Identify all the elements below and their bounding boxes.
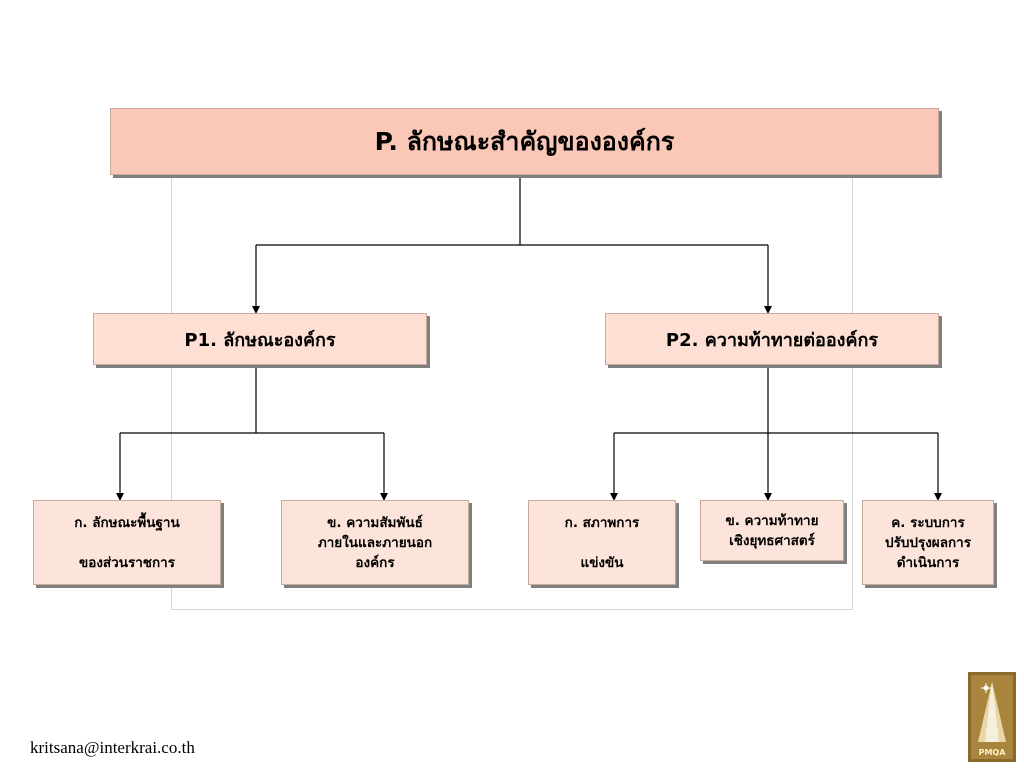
root-node: P. ลักษณะสำคัญขององค์กร — [110, 108, 939, 175]
leaf-line: ก. ลักษณะพื้นฐาน — [74, 514, 180, 531]
leaf-line: ข. ความท้าทาย — [725, 512, 819, 529]
root-label: P. ลักษณะสำคัญขององค์กร — [374, 126, 675, 156]
leaf-node-p2-c: ค. ระบบการ ปรับปรุงผลการ ดำเนินการ — [862, 500, 994, 585]
leaf-node-p2-b: ข. ความท้าทาย เชิงยุทธศาสตร์ — [700, 500, 844, 561]
footer-email: kritsana@interkrai.co.th — [30, 738, 195, 757]
leaf-line: ปรับปรุงผลการ — [885, 534, 971, 551]
branch-label: P1. ลักษณะองค์กร — [184, 329, 336, 351]
branch-node-p1: P1. ลักษณะองค์กร — [93, 313, 427, 365]
leaf-line: ของส่วนราชการ — [79, 554, 175, 571]
leaf-line: ข. ความสัมพันธ์ — [327, 514, 423, 531]
leaf-line: เชิงยุทธศาสตร์ — [729, 532, 815, 549]
branch-node-p2: P2. ความท้าทายต่อองค์กร — [605, 313, 939, 365]
leaf-line: องค์กร — [355, 554, 395, 571]
leaf-node-p1-b: ข. ความสัมพันธ์ ภายในและภายนอก องค์กร — [281, 500, 469, 585]
branch-label: P2. ความท้าทายต่อองค์กร — [665, 329, 879, 351]
leaf-line: แข่งขัน — [580, 554, 624, 571]
logo-text: PMQA — [979, 748, 1007, 757]
leaf-node-p2-a: ก. สภาพการ แข่งขัน — [528, 500, 676, 585]
leaf-line: ดำเนินการ — [896, 554, 960, 571]
leaf-line: ก. สภาพการ — [564, 514, 640, 531]
leaf-line: ค. ระบบการ — [891, 514, 965, 531]
pmqa-logo-icon: PMQA — [968, 672, 1016, 762]
leaf-node-p1-a: ก. ลักษณะพื้นฐาน ของส่วนราชการ — [33, 500, 221, 585]
leaf-line: ภายในและภายนอก — [317, 534, 433, 551]
